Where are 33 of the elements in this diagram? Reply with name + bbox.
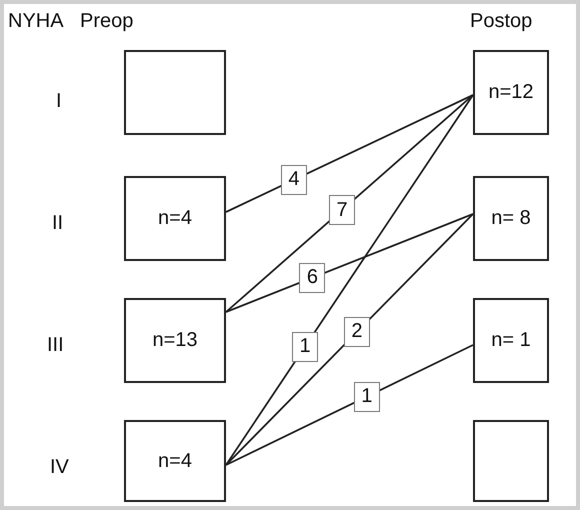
edge-label: 6 bbox=[299, 262, 326, 293]
class-label: I bbox=[56, 90, 62, 113]
class-label: III bbox=[47, 334, 64, 357]
column-header: Preop bbox=[80, 10, 134, 33]
class-label: II bbox=[52, 212, 64, 235]
count-box bbox=[124, 420, 226, 502]
empty-box bbox=[124, 50, 226, 135]
count-box bbox=[473, 50, 549, 135]
count-box bbox=[473, 176, 549, 261]
count-text: n=13 bbox=[152, 329, 198, 352]
empty-box bbox=[473, 420, 549, 502]
count-box bbox=[473, 298, 549, 383]
count-box bbox=[124, 176, 226, 261]
count-box bbox=[124, 298, 226, 383]
connector-line bbox=[225, 94, 474, 313]
edge-label: 7 bbox=[329, 195, 356, 225]
column-header: Postop bbox=[470, 10, 532, 33]
count-text: n= 1 bbox=[491, 329, 531, 352]
connector-line bbox=[225, 94, 474, 466]
connector-line bbox=[226, 344, 474, 466]
count-text: n=12 bbox=[488, 81, 534, 104]
count-text: n=4 bbox=[158, 207, 192, 230]
edge-label: 4 bbox=[280, 164, 307, 195]
column-header: NYHA bbox=[8, 10, 64, 33]
count-text: n= 8 bbox=[491, 207, 531, 230]
connector-line bbox=[226, 94, 474, 213]
edge-label: 2 bbox=[344, 316, 370, 347]
edge-label: 1 bbox=[292, 332, 318, 362]
class-label: IV bbox=[50, 456, 69, 479]
count-text: n=4 bbox=[158, 450, 192, 472]
connector-line bbox=[225, 213, 474, 466]
connector-line bbox=[226, 213, 474, 313]
edge-label: 1 bbox=[354, 382, 380, 412]
